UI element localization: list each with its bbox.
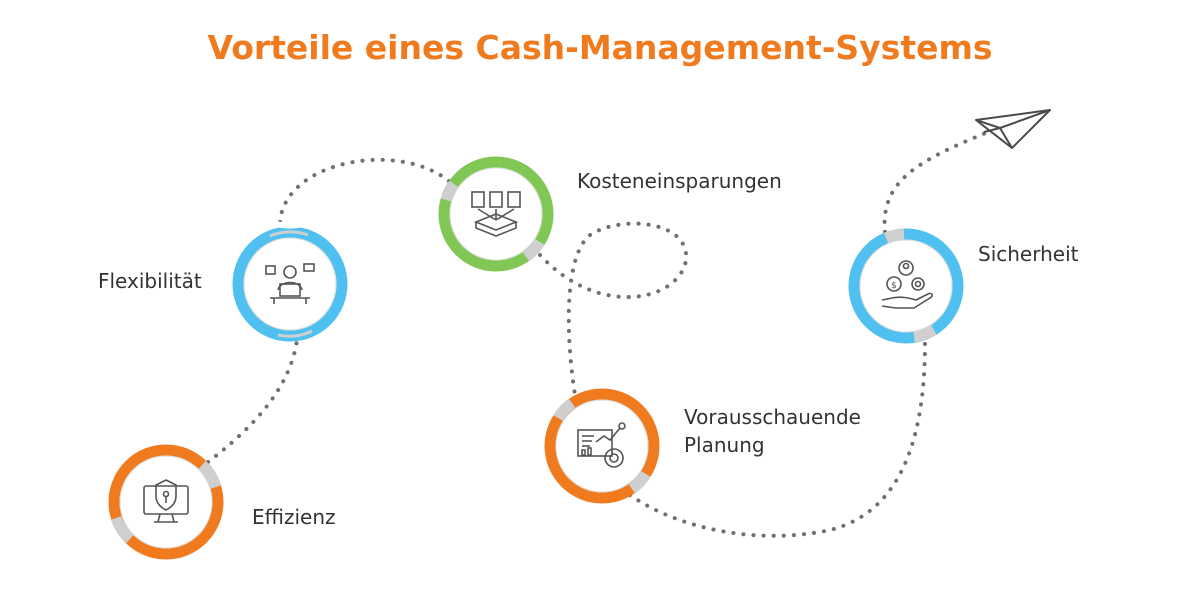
- node-flexibilitaet: [232, 221, 348, 342]
- monitor-shield-icon: [143, 479, 189, 523]
- hand-money-gear-icon: $: [881, 260, 933, 309]
- label-planung-line1: Vorausschauende: [684, 405, 861, 429]
- label-sicherheit: Sicherheit: [978, 242, 1079, 266]
- ring-sicherheit: [848, 228, 964, 344]
- page-title: Vorteile eines Cash-Management-Systems: [207, 28, 993, 67]
- dotted-connector: [206, 130, 990, 538]
- ring-effizienz: [108, 444, 224, 560]
- svg-text:$: $: [891, 281, 897, 291]
- node-planung: [544, 388, 660, 504]
- person-laptop-icon: [265, 263, 315, 304]
- ring-kosteneinsparungen: [438, 156, 554, 272]
- paper-plane-icon: [975, 109, 1051, 149]
- label-planung: Vorausschauende Planung: [684, 403, 861, 459]
- label-kosteneinsparungen: Kosteneinsparungen: [577, 169, 782, 193]
- node-effizienz: [108, 444, 224, 560]
- node-kosteneinsparungen: [438, 156, 554, 272]
- node-sicherheit: $: [848, 228, 964, 344]
- documents-tray-icon: [471, 191, 521, 237]
- label-flexibilitaet: Flexibilität: [98, 269, 202, 293]
- label-planung-line2: Planung: [684, 433, 765, 457]
- ring-planung: [544, 388, 660, 504]
- analytics-chart-icon: [577, 422, 626, 468]
- label-effizienz: Effizienz: [252, 505, 336, 529]
